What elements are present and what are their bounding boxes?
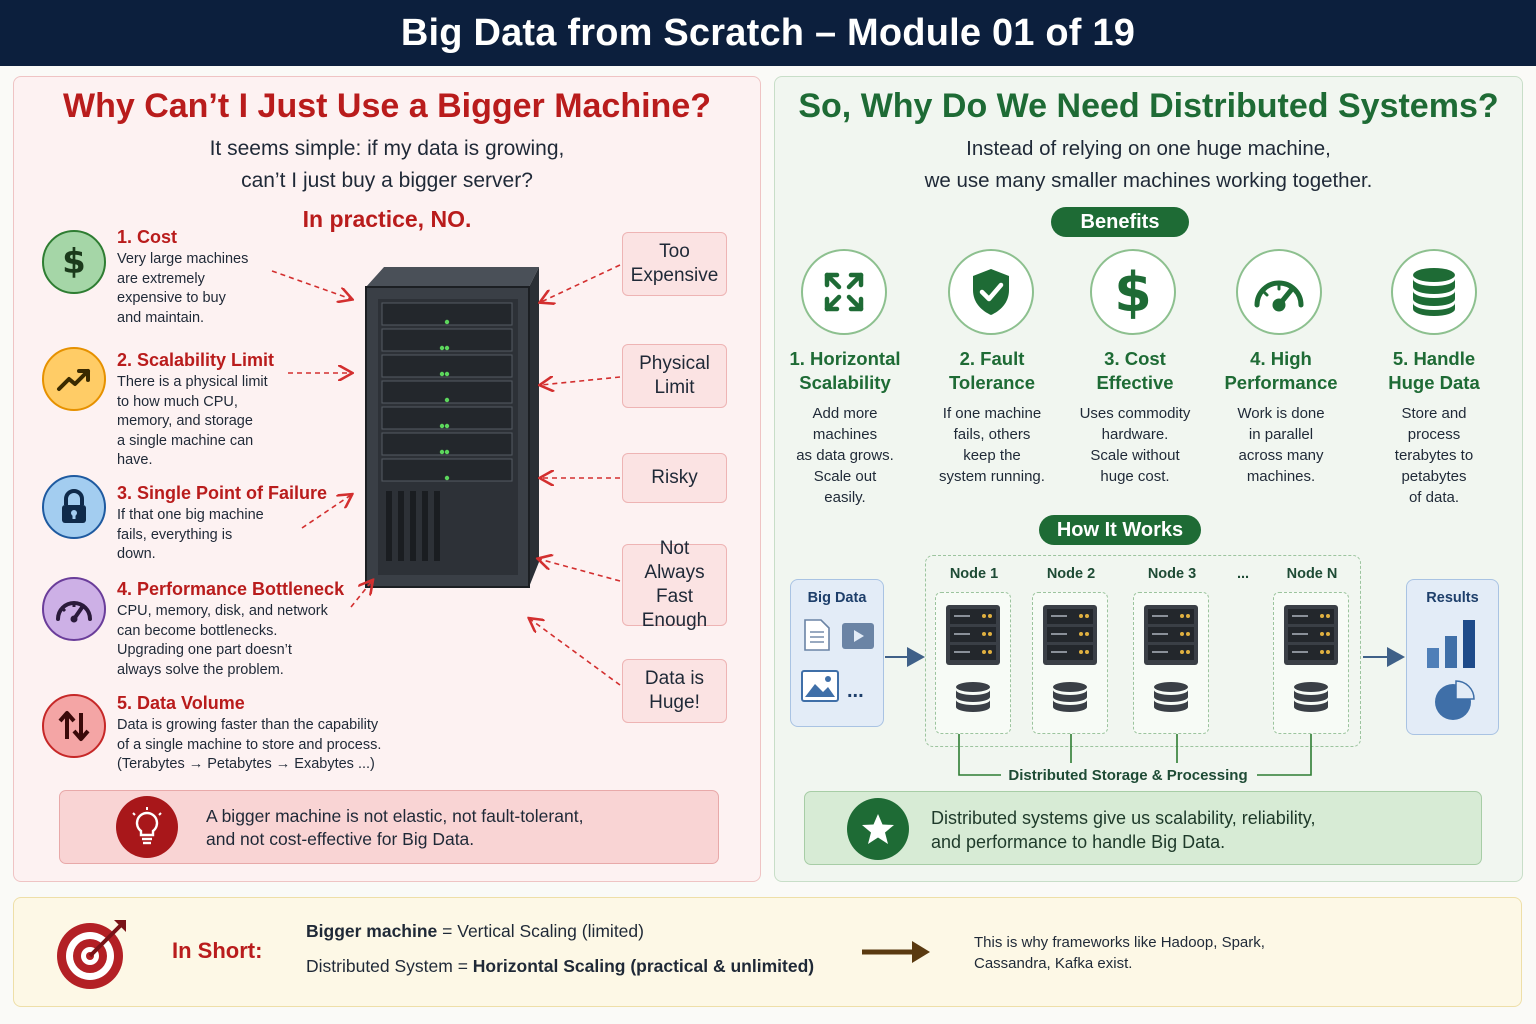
- summary-line-1-bold: Bigger machine: [306, 921, 438, 941]
- reason-desc-performance: CPU, memory, disk, and network can becom…: [117, 603, 328, 678]
- left-conclusion-line-2: and not cost-effective for Big Data.: [206, 829, 475, 849]
- more-data-ellipsis: ...: [847, 680, 864, 702]
- benefit-desc-fault: If one machine fails, others keep the sy…: [939, 405, 1045, 485]
- right-conclusion-box: Distributed systems give us scalability,…: [804, 791, 1482, 865]
- benefit-desc-huge-data: Store and process terabytes to petabytes…: [1394, 405, 1474, 506]
- shield-check-icon: [948, 249, 1034, 335]
- summary-label: In Short:: [172, 938, 263, 963]
- right-conclusion-line-2: and performance to handle Big Data.: [931, 832, 1226, 852]
- database-icon: [1391, 249, 1477, 335]
- star-icon: [847, 798, 909, 860]
- benefit-title-huge-data: 5. Handle Huge Data: [1388, 348, 1480, 393]
- summary-bar: In Short: Bigger machine = Vertical Scal…: [13, 897, 1522, 1007]
- up-down-arrows-icon: [42, 694, 106, 758]
- right-title: So, Why Do We Need Distributed Systems?: [798, 87, 1499, 125]
- expand-arrows-icon: [801, 249, 887, 335]
- node-label-n: Node N: [1286, 566, 1338, 582]
- summary-line-2: Distributed System = Horizontal Scaling …: [306, 956, 814, 977]
- tag-too-expensive: Too Expensive: [622, 232, 727, 296]
- cluster-area: [925, 555, 1361, 747]
- reason-desc-cost: Very large machines are extremely expens…: [117, 251, 249, 326]
- benefits-label: Benefits: [1051, 207, 1189, 237]
- database-icon: [956, 682, 990, 712]
- reason-desc-volume: Data is growing faster than the capabili…: [117, 717, 382, 772]
- results-label: Results: [1426, 590, 1479, 606]
- database-icon: [1154, 682, 1188, 712]
- tag-not-fast-enough: Not Always Fast Enough: [622, 538, 727, 631]
- how-it-works-label: How It Works: [1039, 515, 1201, 545]
- benefit-title-performance: 4. High Performance: [1224, 348, 1338, 393]
- tag-risky: Risky: [622, 453, 727, 503]
- summary-line-2-pre: Distributed System =: [306, 956, 473, 976]
- benefit-title-horizontal: 1. Horizontal Scalability: [789, 348, 901, 393]
- summary-note-2: Cassandra, Kafka exist.: [974, 955, 1133, 972]
- target-icon: [57, 920, 126, 989]
- reason-desc-scalability: There is a physical limit to how much CP…: [117, 374, 268, 468]
- pie-chart-icon: [1435, 680, 1475, 720]
- svg-text:$: $: [1114, 264, 1152, 320]
- left-verdict: In practice, NO.: [302, 206, 472, 232]
- server-icon: [1143, 604, 1199, 666]
- left-conclusion-line-1: A bigger machine is not elastic, not fau…: [206, 806, 584, 826]
- left-panel: Why Can’t I Just Use a Bigger Machine? I…: [13, 76, 761, 882]
- bar-chart-icon: [1427, 620, 1475, 668]
- reason-title-cost: 1. Cost: [117, 227, 178, 247]
- summary-line-2-bold: Horizontal Scaling (practical & unlimite…: [472, 956, 815, 976]
- right-arrow-icon: [862, 941, 930, 963]
- image-icon: [801, 670, 839, 702]
- right-conclusion-line-1: Distributed systems give us scalability,…: [931, 808, 1316, 828]
- summary-note-1: This is why frameworks like Hadoop, Spar…: [974, 934, 1265, 951]
- benefit-title-cost: 3. Cost Effective: [1096, 348, 1174, 393]
- big-server-illustration: [271, 264, 621, 686]
- node-label-3: Node 3: [1147, 566, 1197, 582]
- left-conclusion-box: A bigger machine is not elastic, not fau…: [59, 790, 719, 864]
- results-box: Results: [1406, 579, 1499, 735]
- reason-title-performance: 4. Performance Bottleneck: [117, 579, 345, 599]
- benefit-desc-performance: Work is done in parallel across many mac…: [1237, 405, 1325, 485]
- big-data-box: Big Data ...: [790, 579, 884, 727]
- distributed-storage-label: Distributed Storage & Processing: [1008, 767, 1248, 784]
- header-bar: Big Data from Scratch – Module 01 of 19: [0, 0, 1536, 66]
- node-label-1: Node 1: [949, 566, 999, 582]
- benefit-desc-cost: Uses commodity hardware. Scale without h…: [1079, 405, 1191, 485]
- lightbulb-icon: [116, 796, 178, 858]
- database-icon: [1053, 682, 1087, 712]
- tag-data-huge: Data is Huge!: [622, 659, 727, 723]
- reason-title-volume: 5. Data Volume: [117, 693, 245, 713]
- summary-line-1-rest: = Vertical Scaling (limited): [437, 921, 644, 941]
- node-label-2: Node 2: [1046, 566, 1096, 582]
- lock-icon: [42, 475, 106, 539]
- left-subtitle-2: can’t I just buy a bigger server?: [241, 169, 533, 192]
- reason-desc-failure: If that one big machine fails, everythin…: [117, 507, 264, 562]
- server-icon: [1042, 604, 1098, 666]
- document-icon: [804, 619, 830, 651]
- svg-text:$: $: [62, 242, 86, 282]
- dollar-icon: $: [1090, 249, 1176, 335]
- left-title: Why Can’t I Just Use a Bigger Machine?: [62, 87, 711, 125]
- video-icon: [842, 623, 874, 649]
- benefit-desc-horizontal: Add more machines as data grows. Scale o…: [796, 405, 894, 506]
- database-icon: [1294, 682, 1328, 712]
- how-it-works-diagram: [885, 604, 1405, 776]
- gauge-icon: [42, 577, 106, 641]
- server-icon: [945, 604, 1001, 666]
- page-title: Big Data from Scratch – Module 01 of 19: [400, 11, 1136, 54]
- dollar-icon: $: [42, 230, 106, 294]
- reason-title-failure: 3. Single Point of Failure: [117, 483, 328, 503]
- reason-title-scalability: 2. Scalability Limit: [117, 350, 275, 370]
- benefit-title-fault: 2. Fault Tolerance: [948, 348, 1036, 393]
- right-panel: So, Why Do We Need Distributed Systems? …: [774, 76, 1523, 882]
- tag-physical-limit: Physical Limit: [622, 344, 727, 408]
- summary-line-1: Bigger machine = Vertical Scaling (limit…: [306, 921, 644, 942]
- server-icon: [1283, 604, 1339, 666]
- big-data-label: Big Data: [807, 590, 867, 606]
- gauge-icon: [1236, 249, 1322, 335]
- right-subtitle-1: Instead of relying on one huge machine,: [966, 137, 1331, 160]
- node-label-ellipsis: ...: [1236, 566, 1250, 582]
- left-subtitle-1: It seems simple: if my data is growing,: [209, 137, 565, 160]
- trending-up-icon: [42, 347, 106, 411]
- right-subtitle-2: we use many smaller machines working tog…: [924, 169, 1373, 192]
